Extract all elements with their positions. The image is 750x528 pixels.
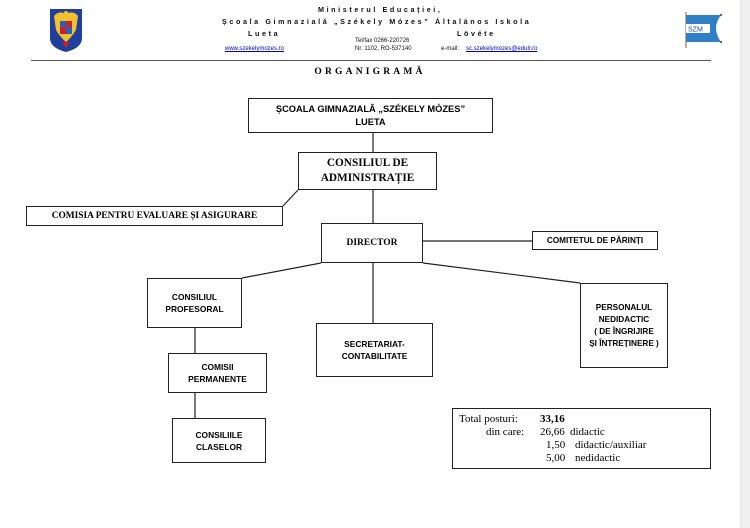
breakdown-label-0: didactic [570,426,605,438]
breakdown-label-1: didactic/auxiliar [575,439,647,451]
breakdown-label: din care: [486,426,525,438]
permanent-commissions-box: COMISII PERMANENTE [168,353,267,393]
school-box-line1: ȘCOALA GIMNAZIALĂ „SZÉKELY MÓZES” [275,103,466,114]
breakdown-value-1: 1,50 [546,439,566,451]
locality-ro: Lueta [248,29,281,38]
teachers-council-line2: PROFESORAL [165,304,224,314]
permanent-commissions-line1: COMISII [201,362,234,372]
class-councils-line2: CLASELOR [195,441,243,452]
connector-director-teachers [241,262,322,279]
header-divider [31,60,711,61]
breakdown-value-0: 26,66 [540,426,565,438]
telfax: Tel/fax 0266-220726 [355,38,410,44]
email-label: e-mail: [441,46,460,52]
permanent-commissions-line2: PERMANENTE [188,374,247,384]
parents-committee-label: COMITETUL DE PĂRINȚI [546,235,644,245]
total-positions-box: Total posturi: 33,16 din care: 26,66 did… [452,408,711,469]
teachers-council-line1: CONSILIUL [171,292,218,302]
breakdown-value-2: 5,00 [546,452,566,464]
website-link[interactable]: www.szekelymozes.ro [225,46,285,52]
total-value: 33,16 [540,413,565,425]
address: Nr. 1102, RO-537140 [355,46,412,52]
board-box-line2: ADMINISTRAȚIE [320,172,415,184]
director-box: DIRECTOR [321,223,423,263]
class-councils-line1: CONSILIILE [195,429,243,440]
vertical-scrollbar[interactable] [740,0,750,528]
teachers-council-box: CONSILIUL PROFESORAL [147,278,242,328]
non-teaching-line3: ( DE ÎNGRIJIRE [594,326,654,336]
connector-director-nonteaching [422,262,581,284]
director-label: DIRECTOR [346,238,398,248]
breakdown-label-2: nedidactic [575,452,621,464]
school-box: ȘCOALA GIMNAZIALĂ „SZÉKELY MÓZES” LUETA [248,98,493,133]
school-name-header: Școala Gimnazială „Székely Mózes” Általá… [222,17,532,26]
email-link[interactable]: sc.szekelymozes@edulr.ro [466,46,538,52]
secretariat-box: SECRETARIAT- CONTABILITATE [316,323,433,377]
non-teaching-line4: ȘI ÎNTREȚINERE ) [589,338,659,348]
non-teaching-line1: PERSONALUL [595,302,653,312]
flag-text: SZM [688,27,703,34]
evaluation-commission-label: COMISIA PENTRU EVALUARE ȘI ASIGURARE [51,211,258,221]
szm-pennant-flag-icon: SZM [685,12,723,48]
parents-committee-box: COMITETUL DE PĂRINȚI [532,231,658,250]
locality-hu: Lövéte [457,29,496,38]
ministry-name: Ministerul Educației, [318,5,443,14]
board-box: CONSILIUL DE ADMINISTRAȚIE [298,152,437,190]
page-title: ORGANIGRAMĂ [314,67,426,77]
total-label: Total posturi: [459,413,518,425]
secretariat-line1: SECRETARIAT- [344,339,405,349]
evaluation-commission-box: COMISIA PENTRU EVALUARE ȘI ASIGURARE [26,206,283,226]
connector-board-commission [282,189,299,207]
secretariat-line2: CONTABILITATE [341,351,408,361]
school-box-line2: LUETA [355,116,386,127]
class-councils-box: CONSILIILE CLASELOR [172,418,266,463]
non-teaching-staff-box: PERSONALUL NEDIDACTIC ( DE ÎNGRIJIRE ȘI … [580,283,668,368]
board-box-line1: CONSILIUL DE [326,157,409,169]
romanian-coat-of-arms-icon [50,9,82,52]
non-teaching-line2: NEDIDACTIC [598,314,650,324]
